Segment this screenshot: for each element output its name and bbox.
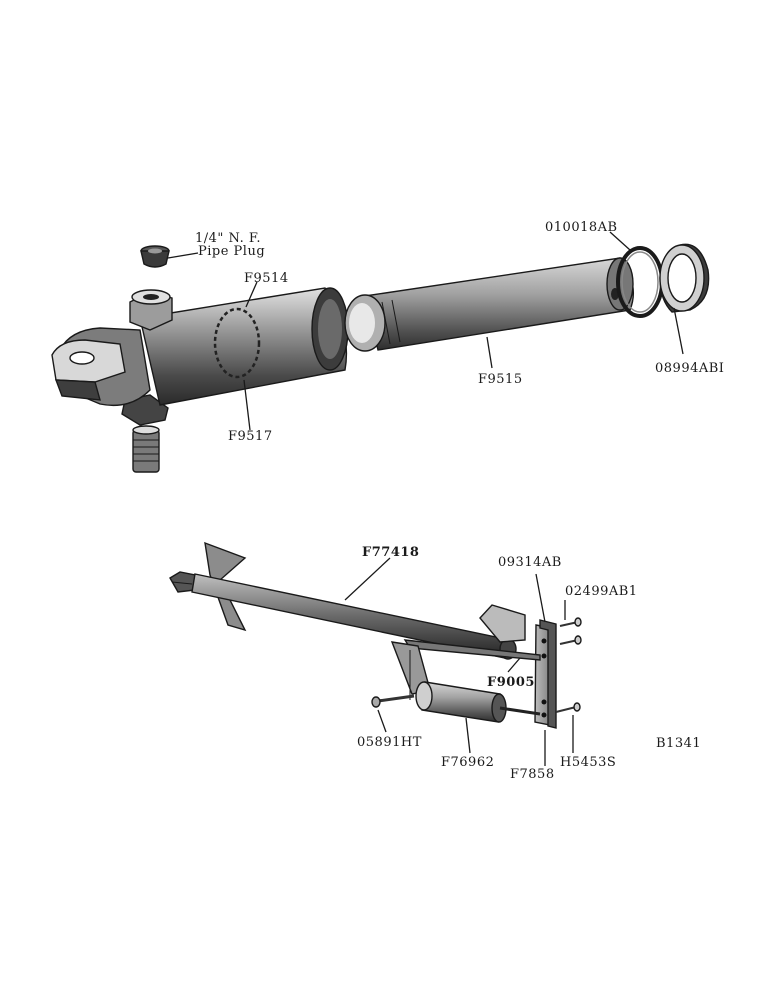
f9514-label: F9514 — [244, 271, 289, 286]
h5453s-label: H5453S — [560, 755, 616, 770]
gland-nut-part — [659, 243, 710, 313]
f76962-label: F76962 — [441, 755, 494, 770]
02499ab1-label: 02499AB1 — [565, 584, 638, 599]
steering-linkage-assembly — [169, 541, 582, 766]
f7858-label: F7858 — [510, 767, 555, 782]
small-cylinder-part — [415, 681, 541, 723]
f9515-label: F9515 — [478, 372, 523, 387]
bolts-02499ab1-part — [559, 617, 582, 645]
port-fitting-part — [132, 425, 160, 473]
010018ab-label: 010018AB — [545, 220, 618, 235]
side-plate-part — [534, 619, 557, 729]
f9517-label: F9517 — [228, 429, 273, 444]
pipe-plug-name-label: Pipe Plug — [198, 244, 265, 259]
bolt-h5453s-part — [555, 702, 581, 713]
hydraulic-cylinder-assembly — [51, 231, 710, 473]
cylinder-tube-part — [344, 257, 634, 352]
f77418-label: F77418 — [362, 545, 419, 560]
05891ht-label: 05891HT — [357, 735, 422, 750]
pipe-plug-part — [140, 245, 170, 268]
pipe-plug-size-label: 1/4" N. F. — [195, 231, 261, 246]
09314ab-label: 09314AB — [498, 555, 562, 570]
bolt-05891ht-part — [371, 694, 415, 708]
mounting-fin-part — [204, 541, 247, 632]
f9005-label: F9005 — [487, 675, 535, 690]
cylinder-body-part — [51, 287, 349, 426]
diagram-code-label: B1341 — [656, 736, 701, 751]
08994abi-label: 08994ABI — [655, 361, 724, 376]
